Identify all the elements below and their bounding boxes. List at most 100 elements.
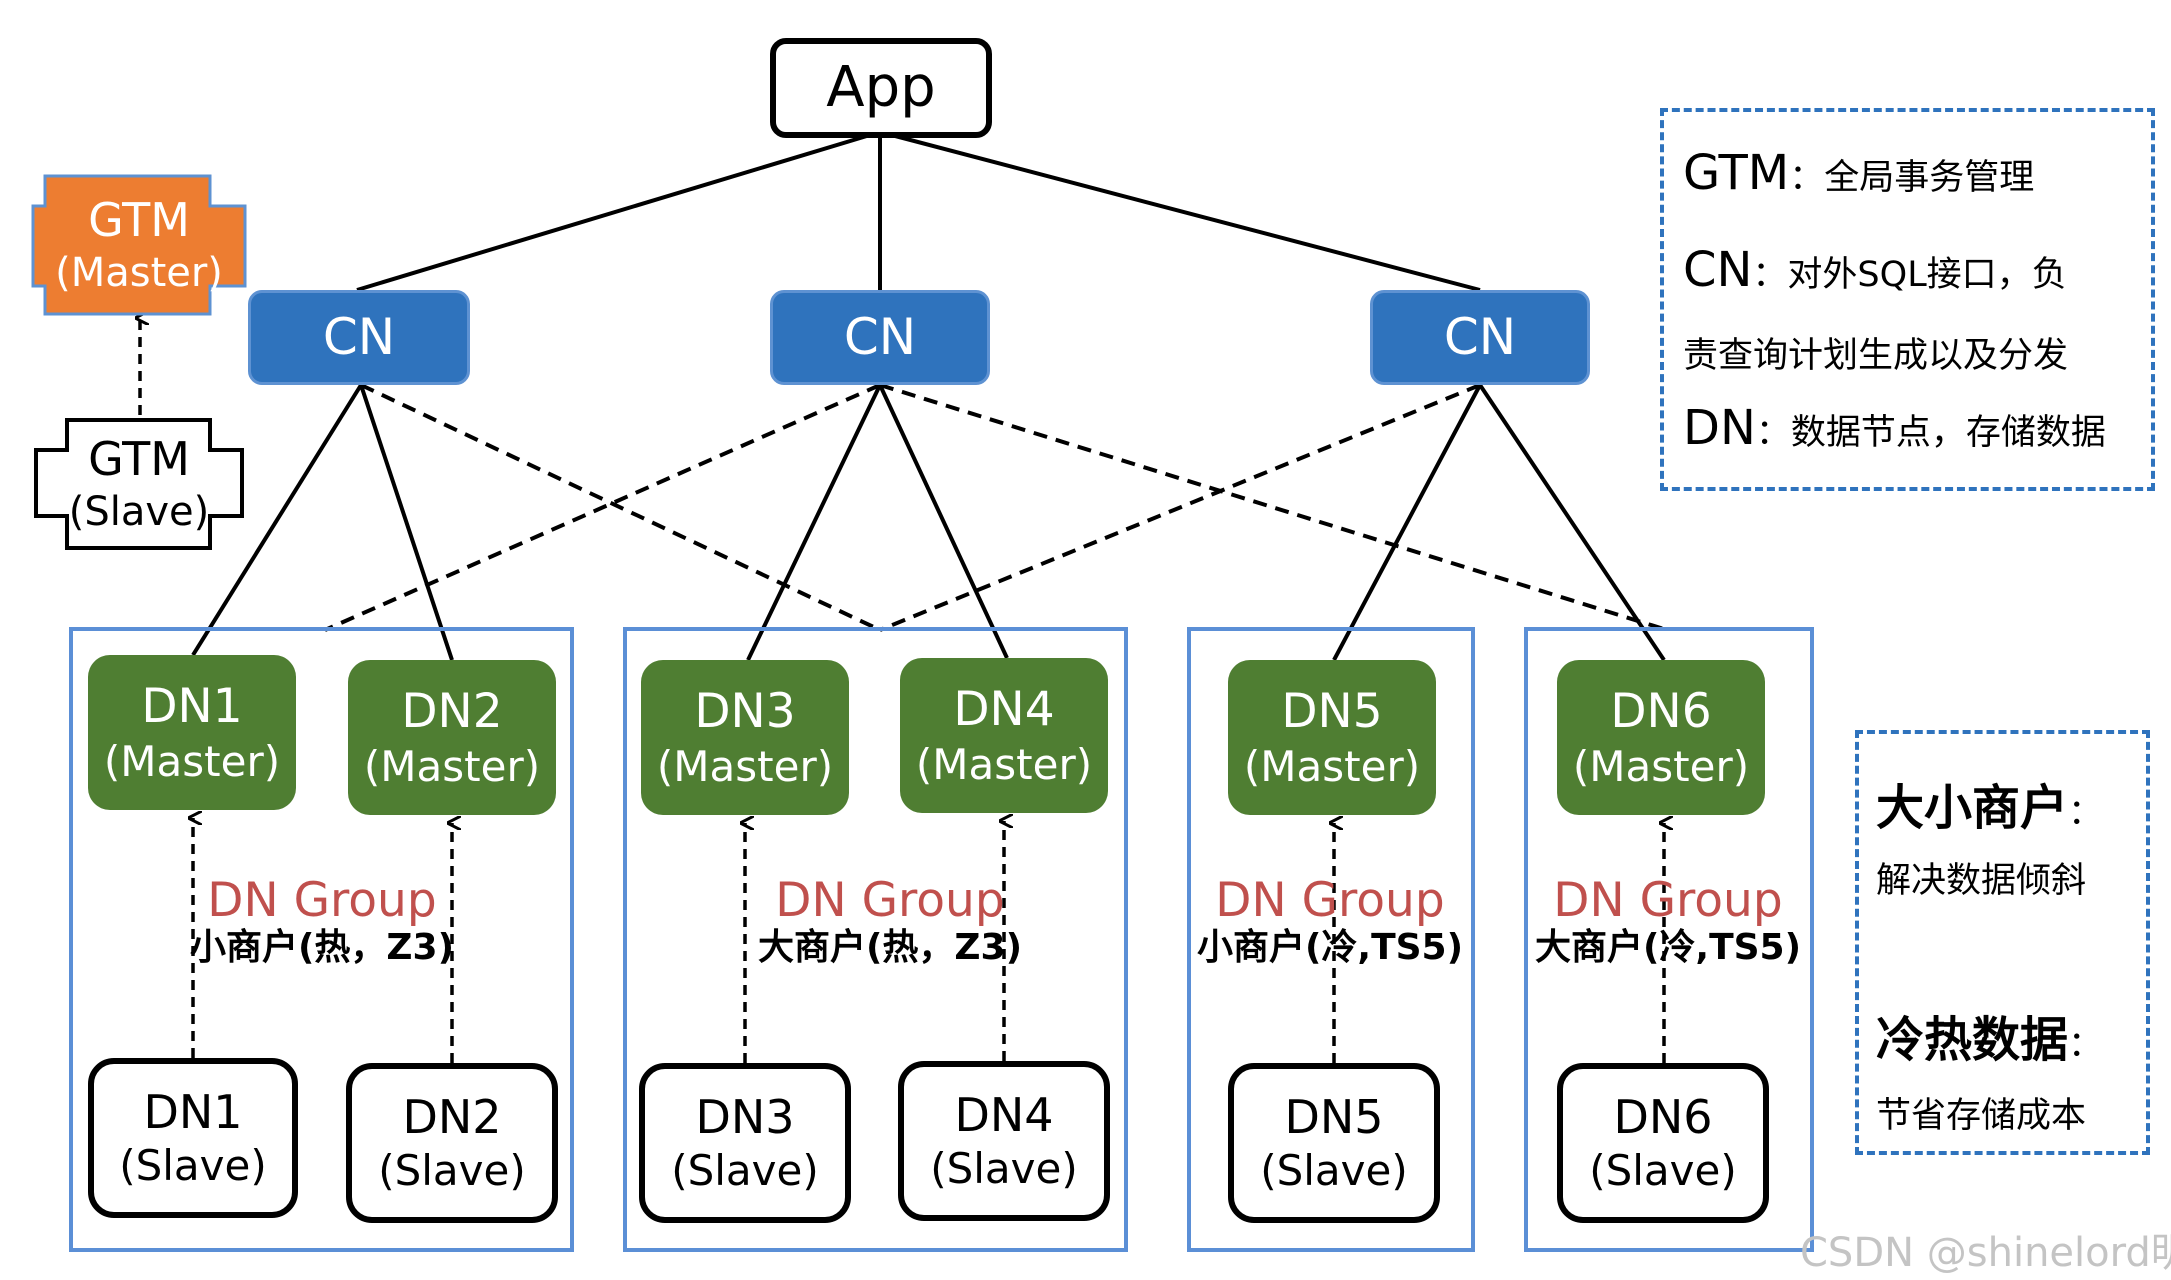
edge-cn2-dn6-dashed (879, 383, 1668, 632)
dn-group-title: DN Group (775, 873, 1005, 928)
dn1-slave-name: DN1 (143, 1085, 243, 1140)
dn-group-title: DN Group (1215, 873, 1445, 928)
edge-cn3-dn6 (1478, 383, 1666, 662)
gtm-slave-title: GTM (88, 432, 190, 487)
dn5-master-name: DN5 (1281, 684, 1383, 740)
dn2-master: DN2 (Master) (348, 660, 556, 815)
dn5-master-role: (Master) (1243, 741, 1421, 791)
cn-node-2: CN (770, 290, 990, 385)
dn3-slave-role: (Slave) (671, 1146, 819, 1196)
dn1-master: DN1 (Master) (88, 655, 296, 810)
legend-cn-desc: ：对外SQL接口，负 (1752, 255, 2067, 295)
cn-node-3: CN (1370, 290, 1590, 385)
dn5-slave-role: (Slave) (1260, 1146, 1408, 1196)
legend-gtm-desc: ：全局事务管理 (1789, 158, 2035, 198)
dn1-slave: DN1 (Slave) (88, 1058, 298, 1218)
dn5-slave: DN5 (Slave) (1228, 1063, 1440, 1223)
legend-merchant: 大小商户： (1876, 768, 2103, 838)
dn3-master-name: DN3 (694, 684, 796, 740)
dn-group-desc: 小商户(冷,TS5) (1196, 927, 1464, 969)
edge-cn2-dn4 (878, 384, 1009, 659)
dn2-slave: DN2 (Slave) (346, 1063, 558, 1223)
legend-cn: CN：对外SQL接口，负 (1683, 242, 2067, 298)
gtm-master-node: GTM (Master) (33, 178, 245, 312)
gtm-master-shape (31, 174, 247, 316)
dn-group-label-3: DN Group 小商户(冷,TS5) (1177, 876, 1483, 970)
legend-cn-desc-line2: 责查询计划生成以及分发 (1683, 327, 2068, 378)
dn5-slave-name: DN5 (1284, 1090, 1384, 1145)
dn2-master-name: DN2 (401, 684, 503, 740)
edge-cn3-dn5 (1332, 384, 1482, 661)
legend-merchant-colon: ： (2068, 793, 2104, 833)
dn4-slave-role: (Slave) (930, 1144, 1078, 1194)
edge-cn1-dn1 (191, 383, 363, 657)
dn1-master-role: (Master) (103, 736, 281, 786)
dn4-master-role: (Master) (915, 739, 1093, 789)
dn1-master-name: DN1 (141, 679, 243, 735)
legend-merchant-desc: 解决数据倾斜 (1876, 852, 2086, 903)
legend-cn-desc2: 责查询计划生成以及分发 (1683, 336, 2069, 376)
dn2-slave-role: (Slave) (378, 1146, 526, 1196)
dn-group-desc: 大商户(冷,TS5) (1534, 927, 1802, 969)
gtm-master-title: GTM (88, 193, 190, 248)
dn6-master-role: (Master) (1572, 741, 1750, 791)
legend-dn-desc: ：数据节点，存储数据 (1755, 413, 2106, 453)
dn-group-label-2: DN Group 大商户(热，Z3) (720, 876, 1060, 970)
legend-gtm-term: GTM (1683, 145, 1790, 201)
dn-group-box-4 (1524, 627, 1814, 1252)
legend-cn-term: CN (1683, 242, 1753, 298)
edge-cn2-dn3 (746, 384, 882, 661)
dn4-slave: DN4 (Slave) (898, 1061, 1110, 1221)
dn4-slave-name: DN4 (954, 1088, 1054, 1143)
gtm-slave-node: GTM (Slave) (36, 420, 242, 548)
dn6-slave-name: DN6 (1613, 1090, 1713, 1145)
dn-group-label-1: DN Group 小商户(热，Z3) (172, 876, 472, 970)
legend-hotcold-colon: ： (2068, 1025, 2104, 1065)
legend-bottom-box (1855, 730, 2150, 1155)
edge-app-cn1 (356, 130, 881, 292)
dn-group-box-1 (69, 627, 574, 1252)
gtm-slave-role: (Slave) (68, 488, 210, 535)
dn5-master: DN5 (Master) (1228, 660, 1436, 815)
legend-top-box (1660, 108, 2155, 491)
dn6-slave-role: (Slave) (1589, 1146, 1737, 1196)
dn3-slave-name: DN3 (695, 1090, 795, 1145)
dn-group-label-4: DN Group 大商户(冷,TS5) (1513, 876, 1823, 970)
edge-app-cn3 (879, 130, 1481, 292)
edge-cn1-dn4-dashed (360, 383, 881, 632)
dn3-slave: DN3 (Slave) (639, 1063, 851, 1223)
dn3-master: DN3 (Master) (641, 660, 849, 815)
dn3-master-role: (Master) (656, 741, 834, 791)
cn-label: CN (843, 308, 917, 366)
legend-hotcold: 冷热数据： (1876, 1000, 2103, 1070)
dn6-master: DN6 (Master) (1557, 660, 1765, 815)
dn-group-desc: 小商户(热，Z3) (189, 927, 455, 969)
dn-group-box-2 (623, 627, 1128, 1252)
dn-group-box-3 (1187, 627, 1475, 1252)
legend-dn-term: DN (1683, 400, 1756, 456)
dn-group-title: DN Group (1553, 873, 1783, 928)
cn-node-1: CN (248, 290, 470, 385)
gtm-master-role: (Master) (55, 249, 223, 296)
dn6-master-name: DN6 (1610, 684, 1712, 740)
dn4-master-name: DN4 (953, 682, 1055, 738)
dn6-slave: DN6 (Slave) (1557, 1063, 1769, 1223)
dn2-master-role: (Master) (363, 741, 541, 791)
cn-label: CN (1443, 308, 1517, 366)
legend-hotcold-desc: 节省存储成本 (1876, 1087, 2086, 1138)
cn-label: CN (322, 308, 396, 366)
legend-merchant-desc-text: 解决数据倾斜 (1876, 861, 2087, 901)
app-label: App (826, 54, 936, 120)
app-node: App (770, 38, 992, 138)
watermark: CSDN @shinelord明 (1800, 1230, 2171, 1276)
edge-cn2-dn2-dashed (324, 383, 881, 632)
dn-group-desc: 大商户(热，Z3) (757, 927, 1023, 969)
edge-cn3-dn3-dashed (879, 383, 1481, 632)
legend-hotcold-desc-text: 节省存储成本 (1876, 1096, 2087, 1136)
dn2-slave-name: DN2 (402, 1090, 502, 1145)
dn-group-title: DN Group (207, 873, 437, 928)
legend-merchant-title: 大小商户 (1876, 780, 2069, 836)
dn4-master: DN4 (Master) (900, 658, 1108, 813)
